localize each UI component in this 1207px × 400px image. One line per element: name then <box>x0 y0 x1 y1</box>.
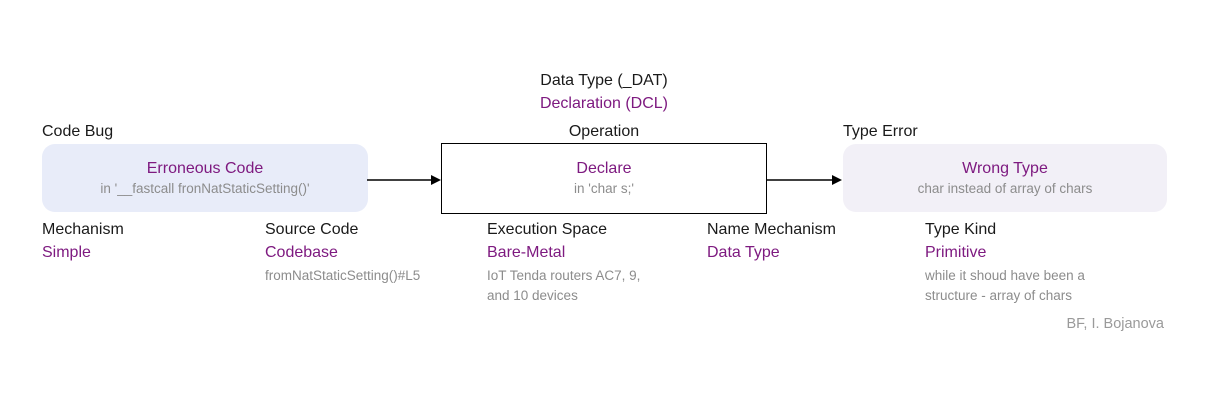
attribution-text: BF, I. Bojanova <box>1066 316 1164 332</box>
section-label-code-bug: Code Bug <box>42 123 114 140</box>
attribute-value: Data Type <box>707 244 780 261</box>
consequence-title: Wrong Type <box>962 159 1048 177</box>
attribute-mechanism: Mechanism Simple <box>42 218 257 264</box>
attribute-execution-space: Execution Space Bare-Metal IoT Tenda rou… <box>487 218 702 306</box>
header: Data Type (_DAT) Declaration (DCL) <box>441 69 767 115</box>
attribute-name-mechanism: Name Mechanism Data Type <box>707 218 922 264</box>
flow-arrow-right <box>766 175 842 185</box>
operation-node: Declare in 'char s;' <box>441 143 767 214</box>
attribute-source-code: Source Code Codebase fromNatStaticSettin… <box>265 218 480 286</box>
attribute-note: while it shoud have been a structure - a… <box>925 268 1085 303</box>
attribute-value: Bare-Metal <box>487 244 566 261</box>
attribute-label: Execution Space <box>487 221 608 238</box>
attribute-label: Type Kind <box>925 221 997 238</box>
section-label-type-error: Type Error <box>843 123 918 140</box>
attribute-label: Source Code <box>265 221 359 238</box>
attribute-value: Primitive <box>925 244 987 261</box>
consequence-node: Wrong Type char instead of array of char… <box>843 144 1167 212</box>
attribute-note: IoT Tenda routers AC7, 9, and 10 devices <box>487 268 641 303</box>
operation-detail: in 'char s;' <box>574 181 634 196</box>
attribute-label: Name Mechanism <box>707 221 836 238</box>
attribute-label: Mechanism <box>42 221 124 238</box>
attribute-value: Codebase <box>265 244 338 261</box>
attribute-type-kind: Type Kind Primitive while it shoud have … <box>925 218 1140 306</box>
consequence-detail: char instead of array of chars <box>917 180 1093 196</box>
cause-node: Erroneous Code in '__fastcall fronNatSta… <box>42 144 368 212</box>
cause-detail: in '__fastcall fronNatStaticSetting()' <box>100 180 310 196</box>
attribute-value: Simple <box>42 244 91 261</box>
bug-cluster-label: Declaration (DCL) <box>539 95 669 112</box>
flow-arrow-left <box>367 175 441 185</box>
attribute-note: fromNatStaticSetting()#L5 <box>265 268 421 283</box>
section-label-operation: Operation <box>568 123 640 140</box>
cause-title: Erroneous Code <box>146 159 264 177</box>
bug-class-label: Data Type (_DAT) <box>540 72 668 89</box>
operation-title: Declare <box>576 160 632 177</box>
